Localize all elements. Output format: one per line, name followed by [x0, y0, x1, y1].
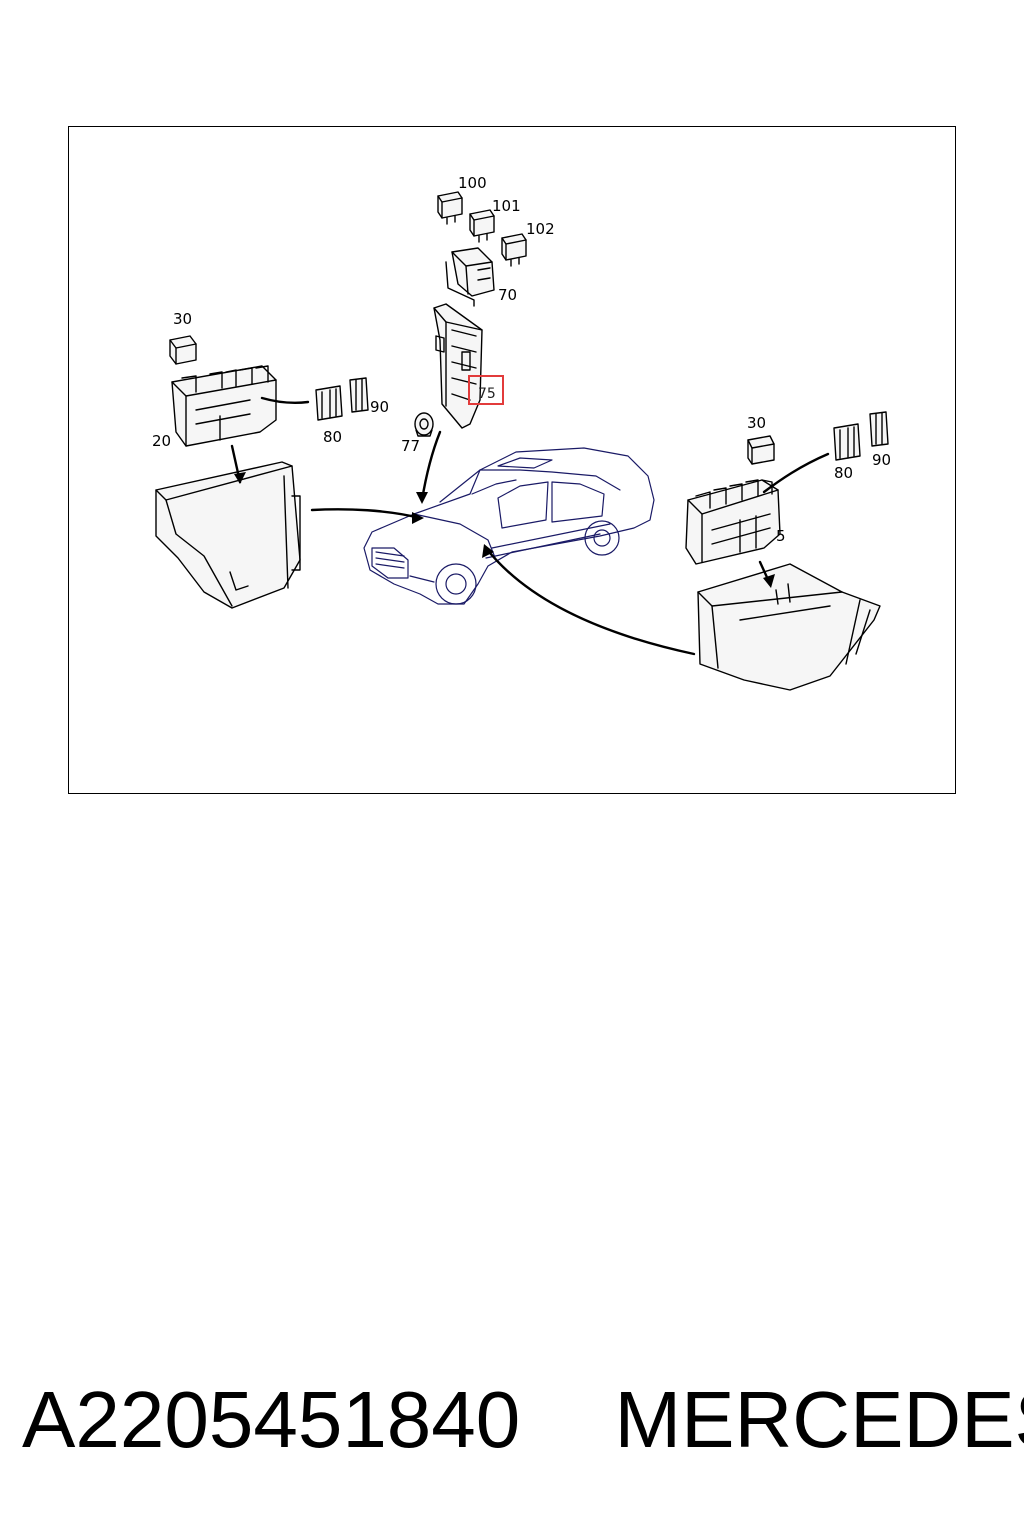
arrow-holder-car [420, 430, 442, 502]
callout-77: 77 [401, 437, 420, 455]
relay-30-left [169, 335, 197, 365]
relay-holder-75 [433, 303, 483, 429]
arrow-fuses-right [762, 452, 830, 494]
relay-102 [501, 233, 527, 267]
relay-101 [469, 209, 495, 243]
arrow-fuses-left [260, 396, 310, 404]
callout-5: 5 [776, 527, 786, 545]
arrowhead-housing-car [412, 512, 424, 524]
highlight-box-75 [468, 375, 504, 405]
caption: A2205451840 MERCEDES [22, 1370, 1024, 1470]
callout-80-right: 80 [834, 464, 853, 482]
callout-101: 101 [492, 197, 521, 215]
callout-102: 102 [526, 220, 555, 238]
arrowhead-box5 [763, 574, 775, 588]
fuse-box-5 [685, 479, 781, 565]
callout-75: 75 [478, 386, 496, 402]
housing-left [155, 461, 301, 609]
callout-20: 20 [152, 432, 171, 450]
arrow-housing-right-car [484, 546, 696, 656]
callout-30-left: 30 [173, 310, 192, 328]
brand-name: MERCEDES [614, 1375, 1024, 1464]
callout-70: 70 [498, 286, 517, 304]
fuse-90-left [349, 377, 369, 413]
arrow-housing-car [310, 508, 422, 520]
callout-90-right: 90 [872, 451, 891, 469]
bracket-70 [445, 247, 495, 307]
fuse-90-right [869, 411, 889, 447]
nut-77 [414, 412, 434, 437]
arrowhead-box20 [234, 472, 246, 484]
fuse-box-20 [171, 365, 277, 447]
fuse-80-right [833, 423, 861, 461]
part-number: A2205451840 [22, 1375, 521, 1464]
callout-100: 100 [458, 174, 487, 192]
relay-30-right [747, 435, 775, 465]
car-illustration [363, 447, 655, 605]
arrowhead-right-car [482, 544, 494, 558]
sunroof [497, 457, 553, 469]
relay-100 [437, 191, 463, 225]
callout-80-left: 80 [323, 428, 342, 446]
housing-right [697, 563, 881, 691]
fuse-80-left [315, 385, 343, 421]
callout-90-left: 90 [370, 398, 389, 416]
callout-30-right: 30 [747, 414, 766, 432]
arrowhead-holder-car [416, 492, 428, 504]
